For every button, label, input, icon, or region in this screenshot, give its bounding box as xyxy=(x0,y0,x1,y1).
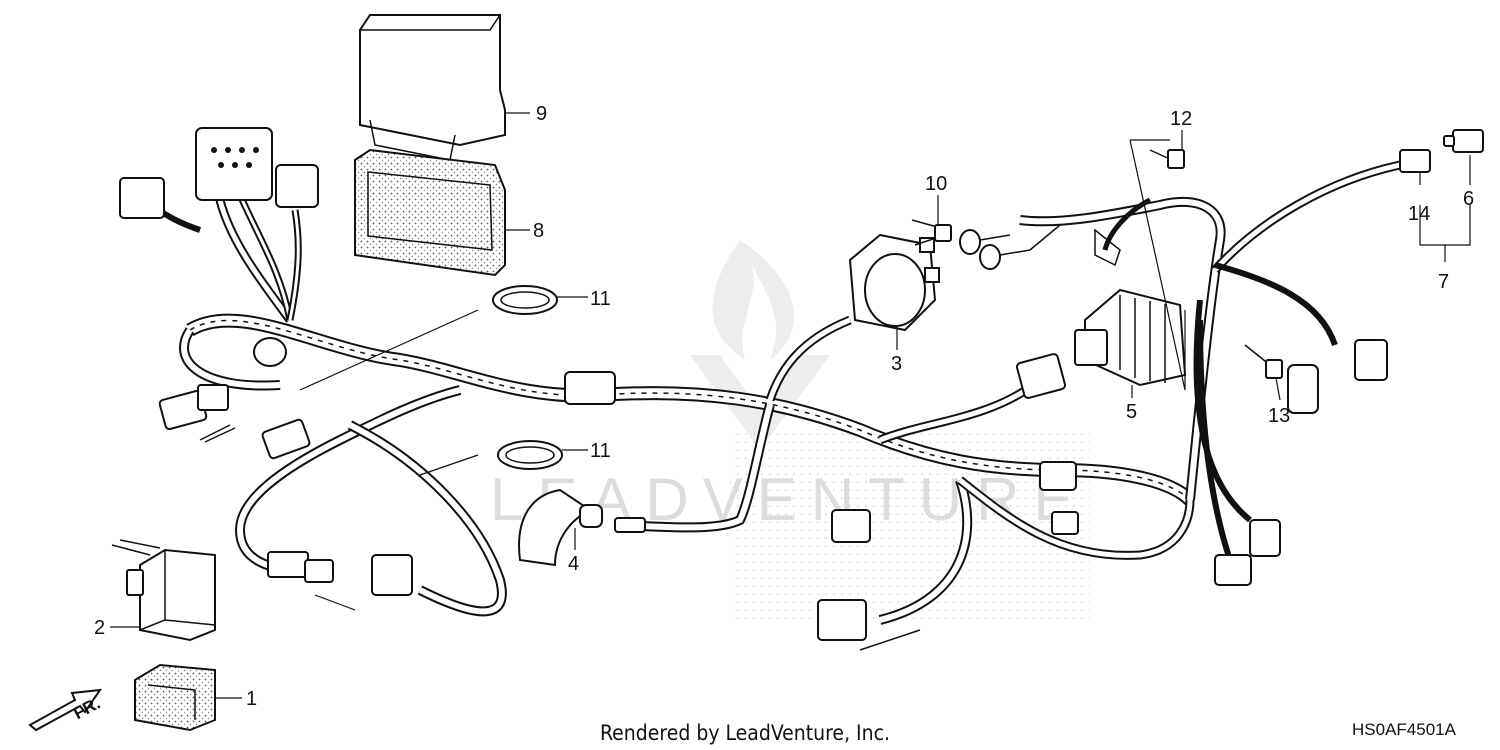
part-9-control-module xyxy=(359,14,506,161)
diagram-code: HS0AF4501A xyxy=(1352,720,1457,739)
front-direction-indicator: FR. xyxy=(28,688,103,732)
part-1-rubber-cover xyxy=(134,663,216,732)
callout-12: 12 xyxy=(1170,108,1192,130)
callout-13: 13 xyxy=(1268,405,1290,427)
part-3-starter-relay xyxy=(848,219,949,332)
callout-2: 2 xyxy=(94,617,105,639)
part-8-rubber-holder xyxy=(354,148,506,277)
part-14-connector xyxy=(1399,149,1431,173)
part-11-band-clips xyxy=(492,285,563,470)
part-6-connector-cap xyxy=(1443,129,1484,153)
callout-labels: 1 2 3 4 5 6 7 8 9 10 11 11 12 13 14 xyxy=(94,103,1474,710)
callout-14: 14 xyxy=(1408,203,1430,225)
callout-6: 6 xyxy=(1463,188,1474,210)
callout-1: 1 xyxy=(246,688,257,710)
part-2-relay xyxy=(111,539,216,642)
battery-leads xyxy=(959,224,1061,270)
part-10-bolt xyxy=(914,224,952,246)
callout-11-upper: 11 xyxy=(590,288,611,310)
callout-4: 4 xyxy=(568,553,579,575)
harness-connectors xyxy=(119,127,1388,651)
callout-5: 5 xyxy=(1126,401,1137,423)
render-credit: Rendered by LeadVenture, Inc. xyxy=(600,721,890,745)
callout-10: 10 xyxy=(925,173,947,195)
callout-3: 3 xyxy=(891,353,902,375)
part-4-spark-plug-cap xyxy=(518,488,646,567)
part-5-regulator-rectifier xyxy=(1074,228,1187,387)
callout-7: 7 xyxy=(1438,271,1449,293)
callout-9: 9 xyxy=(536,103,547,125)
callout-8: 8 xyxy=(533,220,544,242)
part-12-bolt xyxy=(1149,149,1185,169)
part-13-bolt xyxy=(1244,344,1283,379)
callout-11-lower: 11 xyxy=(590,440,611,462)
leader-lines xyxy=(110,112,1471,699)
